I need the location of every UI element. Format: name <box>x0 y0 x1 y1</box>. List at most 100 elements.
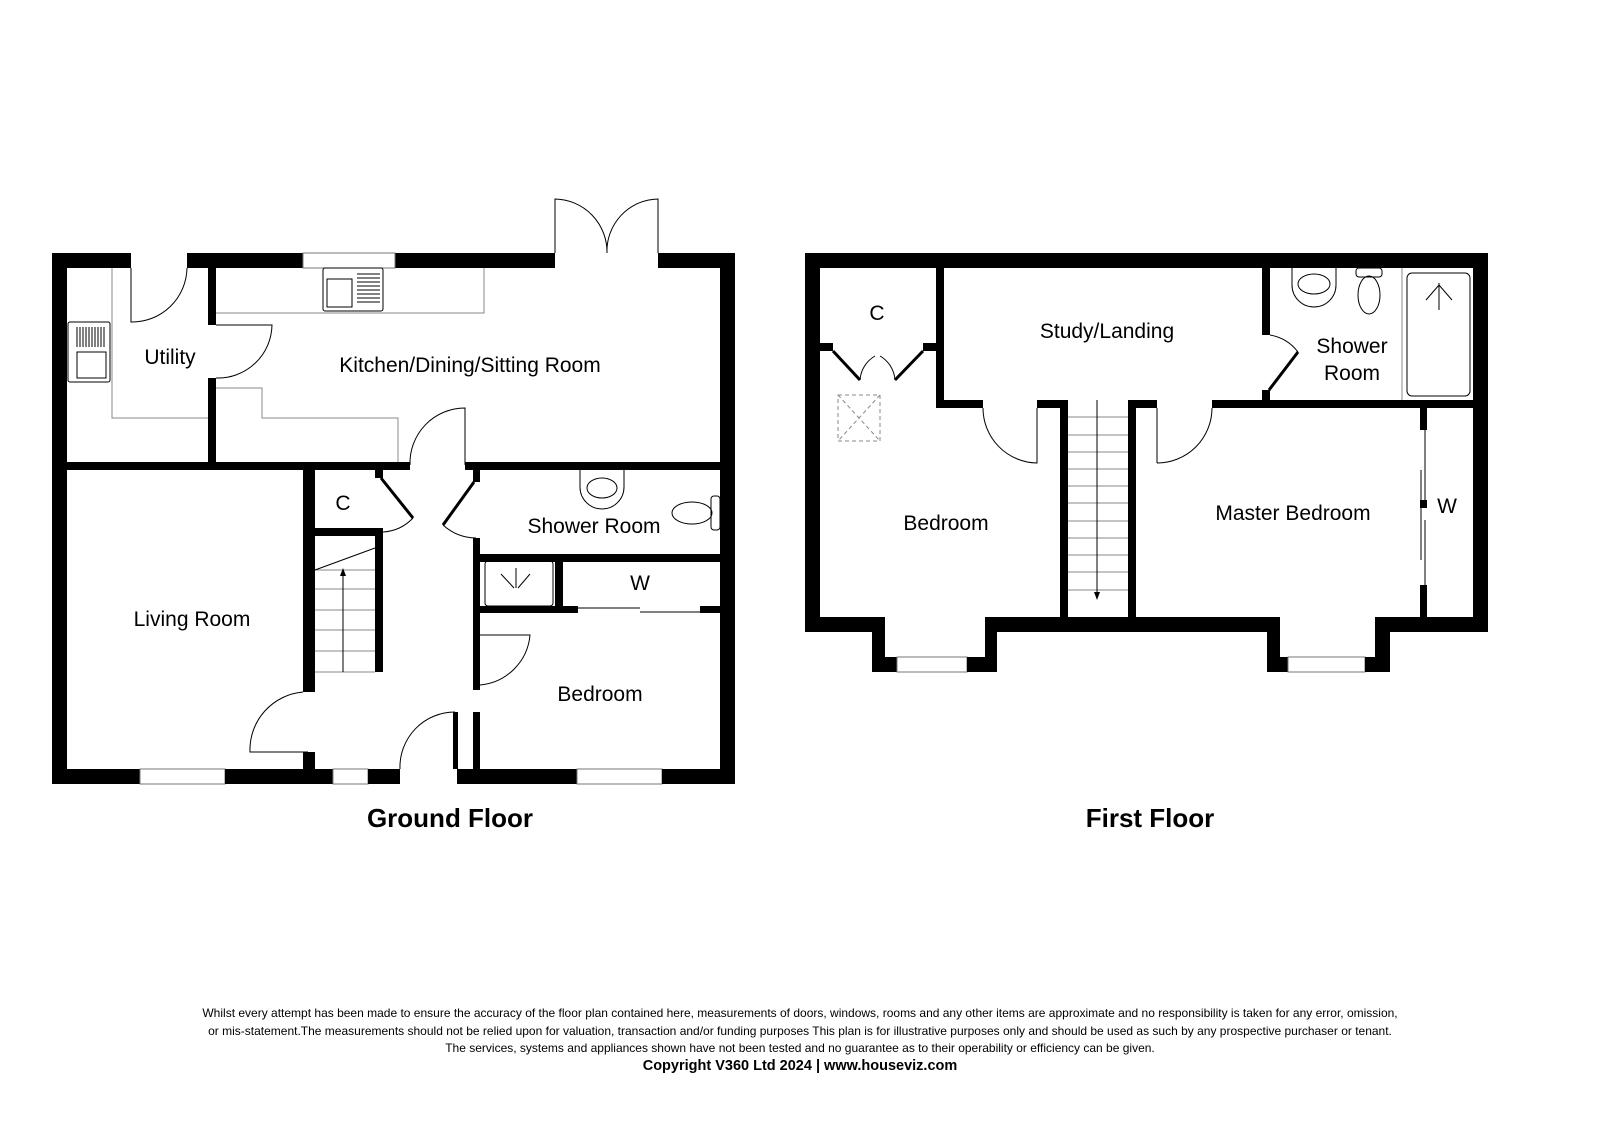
wall <box>473 613 480 690</box>
door <box>409 407 466 466</box>
wall <box>923 343 936 351</box>
door <box>215 324 273 379</box>
disclaimer-line: or mis-statement.The measurements should… <box>208 1023 1392 1038</box>
wall <box>936 400 983 408</box>
wall <box>52 253 67 784</box>
room-label-living-room: Living Room <box>134 608 251 631</box>
wall <box>805 253 820 632</box>
window <box>576 768 663 785</box>
utility-worktop <box>111 268 208 419</box>
door-arc <box>442 524 477 539</box>
washbasin-icon <box>1291 268 1337 308</box>
wall <box>375 470 383 478</box>
wall <box>1420 408 1427 430</box>
wall <box>872 657 897 672</box>
door-arc <box>382 517 414 533</box>
sliding-wardrobe-doors <box>578 607 700 613</box>
shower-room-door <box>1267 351 1300 391</box>
utility-sink-icon <box>67 321 111 383</box>
toilet-icon <box>671 495 721 531</box>
room-label-bedroom: Bedroom <box>903 512 988 535</box>
wall <box>1262 268 1270 335</box>
wall <box>67 462 410 470</box>
wall <box>473 712 480 769</box>
french-doors <box>554 198 659 254</box>
room-label-cupboard: C <box>869 302 884 325</box>
stairs <box>314 547 376 673</box>
wall <box>225 769 333 784</box>
wall <box>936 268 944 408</box>
wall <box>720 253 735 784</box>
wall <box>368 769 400 784</box>
ground-floor-plan: Utility Kitchen/Dining/Sitting Room C Sh… <box>52 198 735 833</box>
wall <box>457 769 577 784</box>
wall <box>985 617 1280 632</box>
door <box>982 407 1038 464</box>
door <box>249 691 308 753</box>
wall <box>805 617 885 632</box>
toilet-icon <box>1355 267 1383 315</box>
wall <box>208 378 216 465</box>
wall <box>1420 585 1427 617</box>
wall <box>1212 400 1473 408</box>
wall <box>473 538 480 630</box>
wall <box>453 712 458 769</box>
wall <box>1267 657 1288 672</box>
wall <box>805 253 1488 268</box>
door-arc <box>859 355 896 381</box>
wall <box>52 253 131 268</box>
cupboard-door <box>379 477 415 519</box>
washbasin-icon <box>579 470 625 510</box>
wall <box>480 554 720 562</box>
wall <box>700 606 720 613</box>
copyright: Copyright V360 Ltd 2024 | www.houseviz.c… <box>642 1057 958 1074</box>
wall <box>303 752 315 769</box>
wall <box>1136 400 1157 408</box>
first-floor-plan: C Study/Landing Shower Room Bedroom Mast… <box>805 253 1488 833</box>
disclaimer-line: The services, systems and appliances sho… <box>445 1041 1155 1055</box>
room-label-study-landing: Study/Landing <box>1040 320 1174 343</box>
room-label-shower-room-line1: Shower <box>1316 335 1387 358</box>
kitchen-worktop <box>216 268 485 314</box>
wall <box>1375 617 1488 632</box>
wall <box>473 470 480 482</box>
room-label-utility: Utility <box>144 346 196 369</box>
room-label-shower-room-line2: Room <box>1324 362 1380 385</box>
stairs <box>1068 400 1128 600</box>
front-door <box>399 711 456 770</box>
kitchen-sink-icon <box>322 267 384 312</box>
cupboard-doors <box>831 349 925 382</box>
loft-hatch-icon <box>837 394 881 442</box>
window <box>332 768 369 785</box>
wall <box>52 769 140 784</box>
sliding-wardrobe-doors <box>1420 430 1426 585</box>
disclaimer-line: Whilst every attempt has been made to en… <box>202 1006 1398 1020</box>
wall <box>1128 400 1136 617</box>
wall <box>1262 390 1270 408</box>
room-label-wardrobe: W <box>1437 495 1457 518</box>
wall <box>1060 400 1068 617</box>
wall <box>1037 400 1060 408</box>
window <box>302 252 396 269</box>
wall <box>662 769 735 784</box>
wall <box>658 253 735 268</box>
room-label-cupboard: C <box>335 492 350 515</box>
shower-tray-icon <box>484 560 554 607</box>
wall <box>555 554 563 610</box>
wall <box>1420 500 1427 508</box>
window <box>896 656 968 673</box>
door <box>479 634 531 686</box>
room-label-bedroom: Bedroom <box>557 683 642 706</box>
first-floor-title: First Floor <box>1086 803 1215 833</box>
wall <box>315 528 383 536</box>
room-label-kitchen: Kitchen/Dining/Sitting Room <box>339 354 600 377</box>
wall <box>208 268 216 325</box>
door-arc <box>1269 334 1299 353</box>
wall <box>820 343 833 351</box>
room-label-wardrobe: W <box>630 572 650 595</box>
wall <box>1473 253 1488 632</box>
shower-tray-icon <box>1401 268 1471 400</box>
disclaimer: Whilst every attempt has been made to en… <box>0 1005 1600 1075</box>
window <box>139 768 226 785</box>
door <box>1156 407 1213 464</box>
